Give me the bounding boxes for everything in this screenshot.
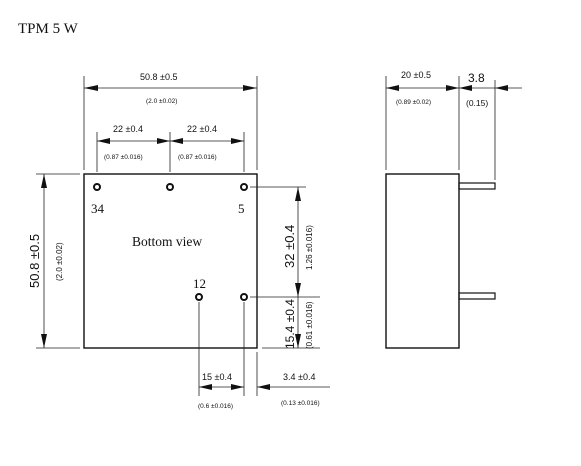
pin-vertical-in-label: 1.26 ±0.016)	[305, 225, 314, 270]
pin-label-34: 34	[91, 201, 105, 216]
bottom-view-label: Bottom view	[132, 234, 202, 249]
width-dimension: 50.8 ±0.5 (2.0 ±0.02)	[83, 72, 258, 170]
pin-hole-bottom-right	[240, 293, 248, 301]
width-mm-label: 50.8 ±0.5	[140, 72, 177, 82]
pin-gap-in-label: (0.6 ±0.016)	[198, 403, 233, 410]
pin-length-mm-label: 3.8	[468, 71, 485, 85]
pitch-left-mm-label: 22 ±0.4	[113, 124, 143, 134]
edge-gap-in-label: (0.13 ±0.016)	[281, 400, 320, 407]
pin-vertical-mm-label: 32 ±0.4	[282, 225, 297, 268]
height-mm-label: 50.8 ±0.5	[27, 234, 42, 288]
height-dimension: 50.8 ±0.5 (2.0 ±0.02)	[27, 173, 80, 349]
side-pin-lower	[458, 292, 496, 300]
side-depth-mm-label: 20 ±0.5	[401, 70, 431, 80]
pin-edge-in-label: (0.61 ±0.016)	[305, 301, 314, 349]
pin-hole-12	[195, 293, 203, 301]
pin-gap-dimension: 15 ±0.4 (0.6 ±0.016) 3.4 ±0.4 (0.13 ±0.0…	[198, 302, 330, 410]
module-side-outline	[385, 173, 460, 349]
pin-hole-34	[93, 183, 101, 191]
module-bottom-outline	[83, 173, 258, 349]
drawing-title: TPM 5 W	[18, 21, 79, 37]
pin-hole-5	[240, 183, 248, 191]
pin-length-in-label: (0.15)	[466, 98, 488, 108]
pin-label-5: 5	[238, 201, 245, 216]
pin-pitch-dimension: 22 ±0.4 (0.87 ±0.016) 22 ±0.4 (0.87 ±0.0…	[96, 124, 245, 172]
pin-gap-mm-label: 15 ±0.4	[202, 372, 232, 382]
side-depth-dimension: 20 ±0.5 (0.89 ±0.02) 3.8 (0.15)	[385, 70, 522, 180]
pitch-left-in-label: (0.87 ±0.016)	[104, 154, 143, 161]
pitch-right-mm-label: 22 ±0.4	[187, 124, 217, 134]
width-in-label: (2.0 ±0.02)	[146, 98, 177, 105]
pin-vertical-dimension: 32 ±0.4 1.26 ±0.016) 15.4 ±0.4 (0.61 ±0.…	[250, 186, 320, 349]
height-in-label: (2.0 ±0.02)	[55, 242, 64, 281]
pin-label-12: 12	[193, 276, 206, 291]
pin-edge-mm-label: 15.4 ±0.4	[283, 299, 297, 349]
edge-gap-mm-label: 3.4 ±0.4	[283, 372, 315, 382]
side-depth-in-label: (0.89 ±0.02)	[396, 99, 431, 106]
pin-hole-mid-top	[166, 183, 174, 191]
pitch-right-in-label: (0.87 ±0.016)	[178, 154, 217, 161]
side-pin-upper	[458, 182, 496, 190]
